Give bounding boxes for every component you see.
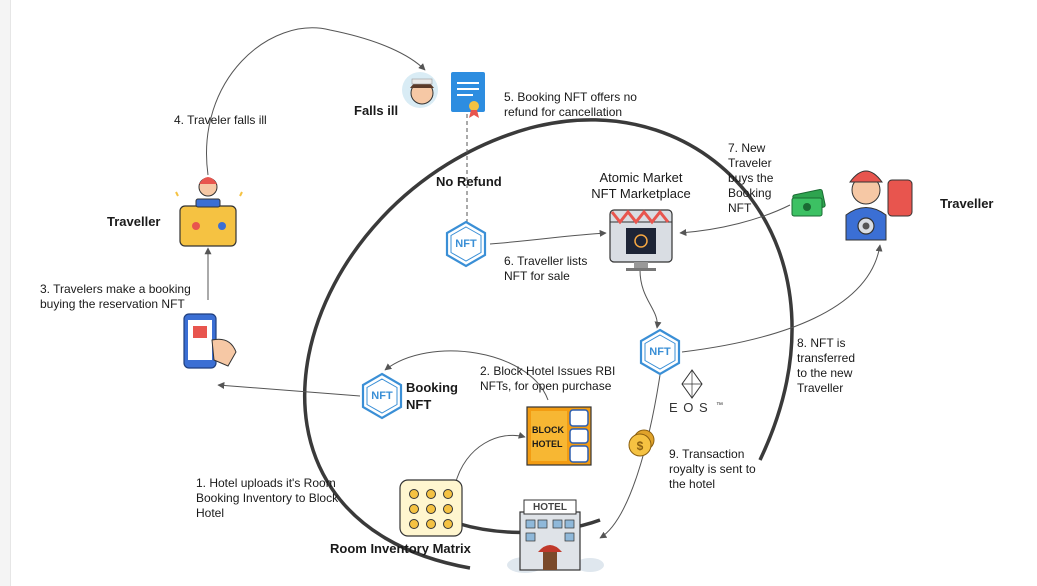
step7-line3: buys the	[728, 171, 774, 185]
step5-line1: 5. Booking NFT offers no	[504, 90, 637, 104]
certificate-icon	[451, 72, 485, 118]
step7-line2: Traveler	[728, 156, 772, 170]
traveller-woman-icon	[845, 170, 913, 241]
no-refund-label: No Refund	[436, 174, 502, 189]
svg-text:$: $	[637, 439, 644, 453]
step8-line4: Traveller	[797, 381, 844, 395]
suitcase-traveller-icon	[175, 177, 243, 247]
arrow-market-to-nft	[639, 269, 662, 329]
step7-line4: Booking	[728, 186, 772, 200]
step4-label: 4. Traveler falls ill	[174, 113, 267, 127]
step3-line2: buying the reservation NFT	[40, 297, 185, 311]
traveller-right-label: Traveller	[940, 196, 994, 211]
step9-line1: 9. Transaction	[669, 447, 745, 461]
arrow-traveller-to-fallsill	[206, 27, 426, 176]
falls-ill-label: Falls ill	[354, 103, 399, 118]
traveller-left-label: Traveller	[107, 214, 161, 229]
block-hotel-text-line1: BLOCK	[532, 425, 564, 435]
step5-line2: refund for cancellation	[504, 105, 623, 119]
block-hotel-icon	[526, 406, 592, 466]
market-title-line1: Atomic Market	[599, 170, 683, 185]
arrow-nft-to-market	[489, 229, 607, 245]
booking-nft-line1: Booking	[406, 380, 458, 395]
step2-line2: NFTs, for open purchase	[480, 379, 612, 393]
step6-line1: 6. Traveller lists	[504, 254, 588, 268]
step2-line1: 2. Block Hotel Issues RBI	[480, 364, 616, 378]
step1-line1: 1. Hotel uploads it's Room	[196, 476, 336, 490]
marketplace-icon	[609, 209, 673, 271]
block-hotel-text-line2: HOTEL	[532, 439, 563, 449]
booking-nft-line2: NFT	[406, 397, 432, 412]
arrow-blockhotel-to-bookingnft	[384, 350, 549, 401]
cycle-ring	[302, 118, 794, 570]
eos-tm: ™	[716, 402, 723, 409]
left-edge-strip	[0, 0, 11, 586]
arrow-money-to-market	[679, 204, 791, 237]
transferred-nft-text: NFT	[649, 346, 671, 358]
hotel-sign-text: HOTEL	[533, 502, 567, 513]
room-matrix-icon	[399, 479, 463, 537]
market-title-line2: NFT Marketplace	[591, 186, 691, 201]
step8-line2: transferred	[797, 351, 856, 365]
step1-line2: Booking Inventory to Block	[196, 491, 339, 505]
step8-line3: to the new	[797, 366, 853, 380]
arrow-hotel-to-blockhotel	[454, 431, 526, 486]
step9-line3: the hotel	[669, 477, 716, 491]
booking-nft-text: NFT	[371, 390, 393, 402]
phone-booking-icon	[183, 313, 237, 369]
step9-line2: royalty is sent to	[669, 462, 756, 476]
step6-line2: NFT for sale	[504, 269, 570, 283]
eos-label: E O S	[669, 400, 709, 415]
step7-line5: NFT	[728, 201, 752, 215]
step8-line1: 8. NFT is	[797, 336, 846, 350]
step7-line1: 7. New	[728, 141, 766, 155]
money-icon	[791, 188, 826, 217]
step1-line3: Hotel	[196, 506, 225, 520]
patient-icon	[402, 72, 438, 108]
arrow-nft-to-traveller	[681, 244, 883, 353]
room-inventory-label: Room Inventory Matrix	[330, 541, 471, 556]
arrow-nft-to-hotel	[599, 374, 661, 539]
step3-line1: 3. Travelers make a booking	[40, 282, 191, 296]
eos-logo-icon	[681, 369, 703, 399]
hotel-building-icon	[507, 499, 604, 573]
arrow-bookingnft-to-phone	[217, 381, 361, 397]
listed-nft-text: NFT	[455, 238, 477, 250]
coins-icon: $	[628, 429, 655, 457]
